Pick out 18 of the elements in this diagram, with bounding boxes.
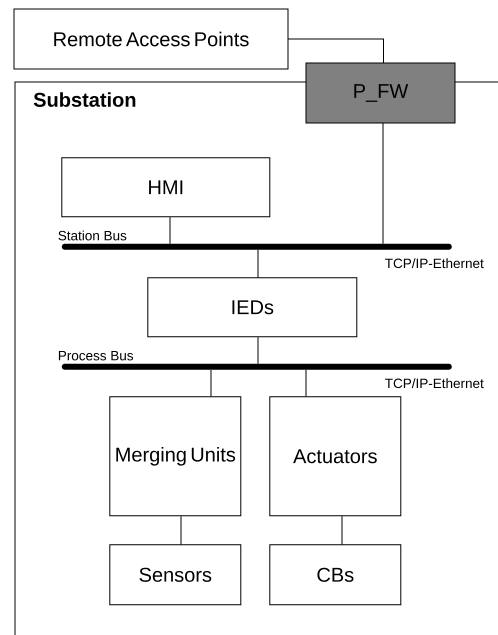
component-box: IEDs [147,277,358,338]
network-label: TCP/IP-Ethernet [385,378,484,388]
connector-line [382,123,384,244]
component-box: Sensors [109,544,242,606]
connector-line [210,370,212,397]
network-label: TCP/IP-Ethernet [385,258,484,268]
connector-line [288,38,384,63]
bus-label: Station Bus [58,230,126,240]
connector-line [180,516,182,545]
component-box: HMI [61,157,270,218]
firewall-box: P_FW [306,62,456,124]
bus-bar [62,364,452,370]
component-box: Actuators [269,396,402,516]
component-box: Remote Access Points [14,8,288,70]
component-box: CBs [269,544,402,606]
bus-bar [62,244,452,250]
bus-label: Process Bus [58,351,134,360]
component-box: Merging Units [109,396,242,516]
